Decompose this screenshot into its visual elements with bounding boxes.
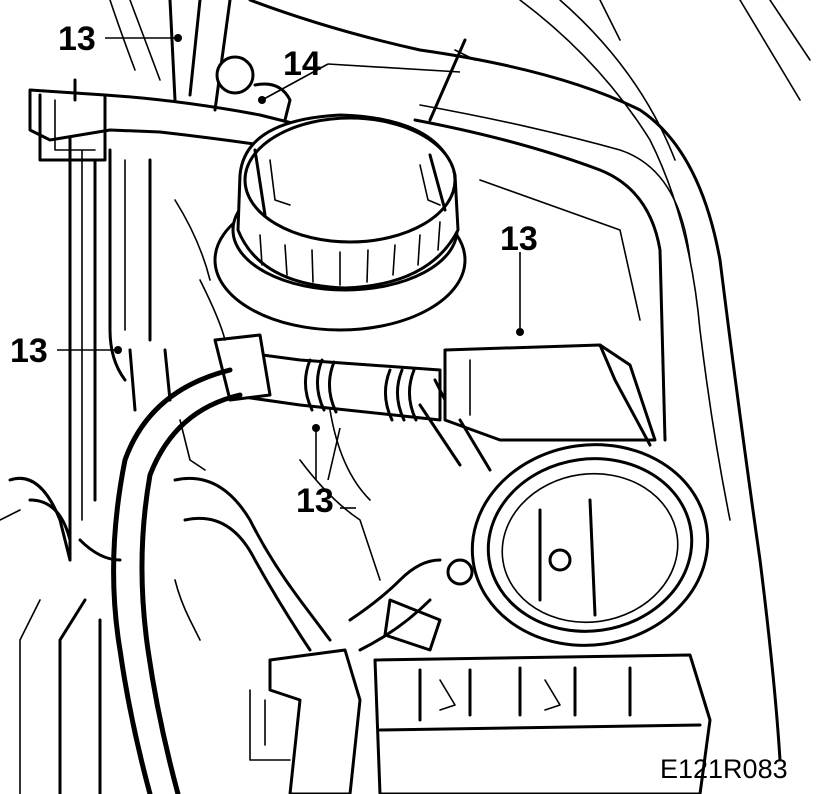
figure-code: E121R083 xyxy=(660,754,788,784)
callout-14: 14 xyxy=(283,45,321,83)
callout-13-right: 13 xyxy=(500,220,538,258)
callout-13-left: 13 xyxy=(10,332,48,370)
callout-leaders xyxy=(57,34,524,509)
main-hose xyxy=(213,333,442,422)
engine-bay-outline xyxy=(0,0,811,762)
callout-13-center: 13 xyxy=(296,482,334,520)
right-box-component xyxy=(418,343,657,472)
lower-fittings xyxy=(19,199,474,794)
left-pipes xyxy=(8,128,172,562)
round-duct xyxy=(470,443,710,647)
reservoir-cap xyxy=(213,113,467,332)
cable-tie xyxy=(428,38,476,122)
callout-13-top-left: 13 xyxy=(58,20,96,58)
bottom-housing xyxy=(249,653,712,794)
